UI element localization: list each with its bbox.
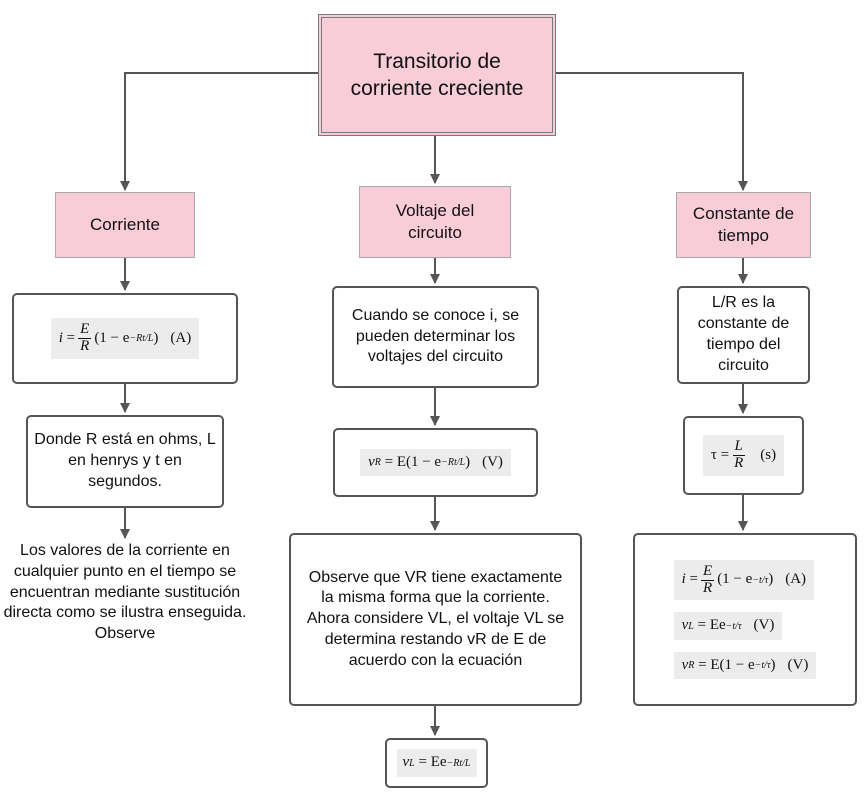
constante-note-text: L/R es la constante de tiempo del circui… <box>697 294 790 374</box>
title-text: Transitorio de corriente creciente <box>350 49 524 100</box>
corriente-header: Corriente <box>55 192 195 258</box>
title-node: Transitorio de corriente creciente <box>318 14 556 136</box>
constante-header: Constante de tiempo <box>676 192 811 258</box>
voltaje-observation-text: Observe que VR tiene exactamente la mism… <box>306 568 565 669</box>
voltaje-observation-box: Observe que VR tiene exactamente la mism… <box>289 533 582 706</box>
arrow-title-to-constante <box>556 72 748 191</box>
constante-note-box: L/R es la constante de tiempo del circui… <box>677 286 810 384</box>
constante-header-text: Constante de tiempo <box>692 203 795 245</box>
arrow-title-to-corriente <box>120 72 318 191</box>
voltaje-intro-box: Cuando se conoce i, se pueden determinar… <box>332 286 539 388</box>
voltaje-intro-text: Cuando se conoce i, se pueden determinar… <box>351 306 520 366</box>
corriente-description: Los valores de la corriente en cualquier… <box>3 542 247 643</box>
corriente-note-box: Donde R está en ohms, L en henrys y t en… <box>26 415 224 508</box>
corriente-note-text: Donde R está en ohms, L en henrys y t en… <box>34 431 216 490</box>
voltaje-header-text: Voltaje del circuito <box>395 200 475 242</box>
corriente-header-text: Corriente <box>90 214 160 234</box>
voltaje-header: Voltaje del circuito <box>359 186 511 258</box>
